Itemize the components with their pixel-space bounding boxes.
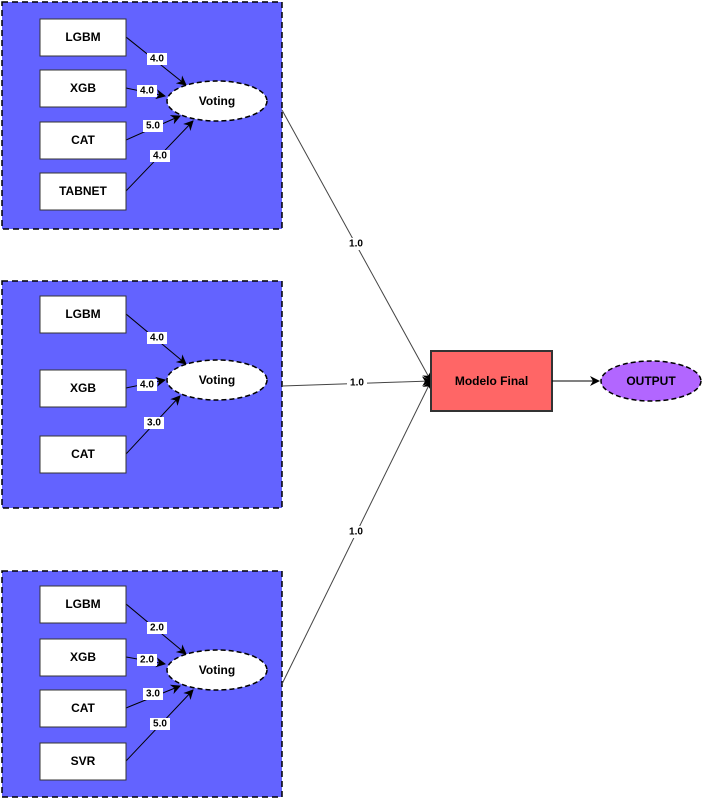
output-label: OUTPUT [626,374,676,388]
edge-weight-text: 5.0 [153,719,167,730]
model-label: LGBM [65,597,100,611]
edge-weight-label: 4.0 [137,85,157,97]
ensemble-group-3: LGBM XGB CAT SVR 2.0 2.0 3.0 5.0 Voting [1,570,283,798]
edge-weight-label: 4.0 [137,379,157,391]
final-model-node[interactable]: Modelo Final [430,350,553,412]
model-label: XGB [70,381,96,395]
edge-weight-text: 4.0 [140,86,154,97]
edge-weight-label: 3.0 [143,688,163,700]
ensemble-group-2: LGBM XGB CAT 4.0 4.0 3.0 Voting [1,280,283,509]
edge-weight-text: 4.0 [150,54,164,65]
edge-weight-label: 4.0 [150,150,170,162]
edge-weight-text: 4.0 [153,151,167,162]
model-node-lgbm[interactable]: LGBM [39,585,127,624]
edge-weight-text: 2.0 [140,655,154,666]
group-output-weight-label: 1.0 [347,377,367,389]
edge-weight-label: 3.0 [144,417,164,429]
model-node-xgb[interactable]: XGB [39,638,127,677]
group-output-weight-text: 1.0 [349,527,363,538]
voting-label: Voting [199,663,235,677]
output-node[interactable]: OUTPUT [600,360,702,402]
model-node-xgb[interactable]: XGB [39,69,127,108]
model-node-lgbm[interactable]: LGBM [39,295,127,334]
voting-label: Voting [199,94,235,108]
model-label: CAT [71,133,95,147]
model-node-cat[interactable]: CAT [39,121,127,160]
model-node-lgbm[interactable]: LGBM [39,18,127,57]
group-output-weight-label: 1.0 [346,526,366,538]
model-label: XGB [70,81,96,95]
model-node-cat[interactable]: CAT [39,435,127,474]
model-label: TABNET [59,184,107,198]
edge-weight-label: 4.0 [147,332,167,344]
voting-node[interactable]: Voting [166,80,268,122]
model-node-tabnet[interactable]: TABNET [39,172,127,211]
model-label: CAT [71,701,95,715]
model-node-svr[interactable]: SVR [39,742,127,781]
voting-node[interactable]: Voting [166,649,268,691]
voting-node[interactable]: Voting [166,359,268,401]
edge-weight-label: 5.0 [143,120,163,132]
group-output-weight-label: 1.0 [346,238,366,250]
edge-weight-text: 4.0 [140,380,154,391]
edge-weight-label: 2.0 [137,654,157,666]
edge-weight-text: 5.0 [146,121,160,132]
edge-weight-text: 3.0 [147,418,161,429]
edge-weight-text: 4.0 [150,333,164,344]
model-label: CAT [71,447,95,461]
model-node-cat[interactable]: CAT [39,689,127,728]
edge-weight-label: 5.0 [150,718,170,730]
model-label: LGBM [65,307,100,321]
edge-weight-label: 2.0 [147,622,167,634]
model-node-xgb[interactable]: XGB [39,369,127,408]
edge-weight-text: 2.0 [150,623,164,634]
group-output-weight-text: 1.0 [350,378,364,389]
edge-weight-text: 3.0 [146,689,160,700]
model-label: LGBM [65,30,100,44]
final-model-label: Modelo Final [455,374,528,388]
voting-label: Voting [199,373,235,387]
group-output-weight-text: 1.0 [349,239,363,250]
edge-weight-label: 4.0 [147,53,167,65]
model-label: XGB [70,650,96,664]
model-label: SVR [71,754,96,768]
